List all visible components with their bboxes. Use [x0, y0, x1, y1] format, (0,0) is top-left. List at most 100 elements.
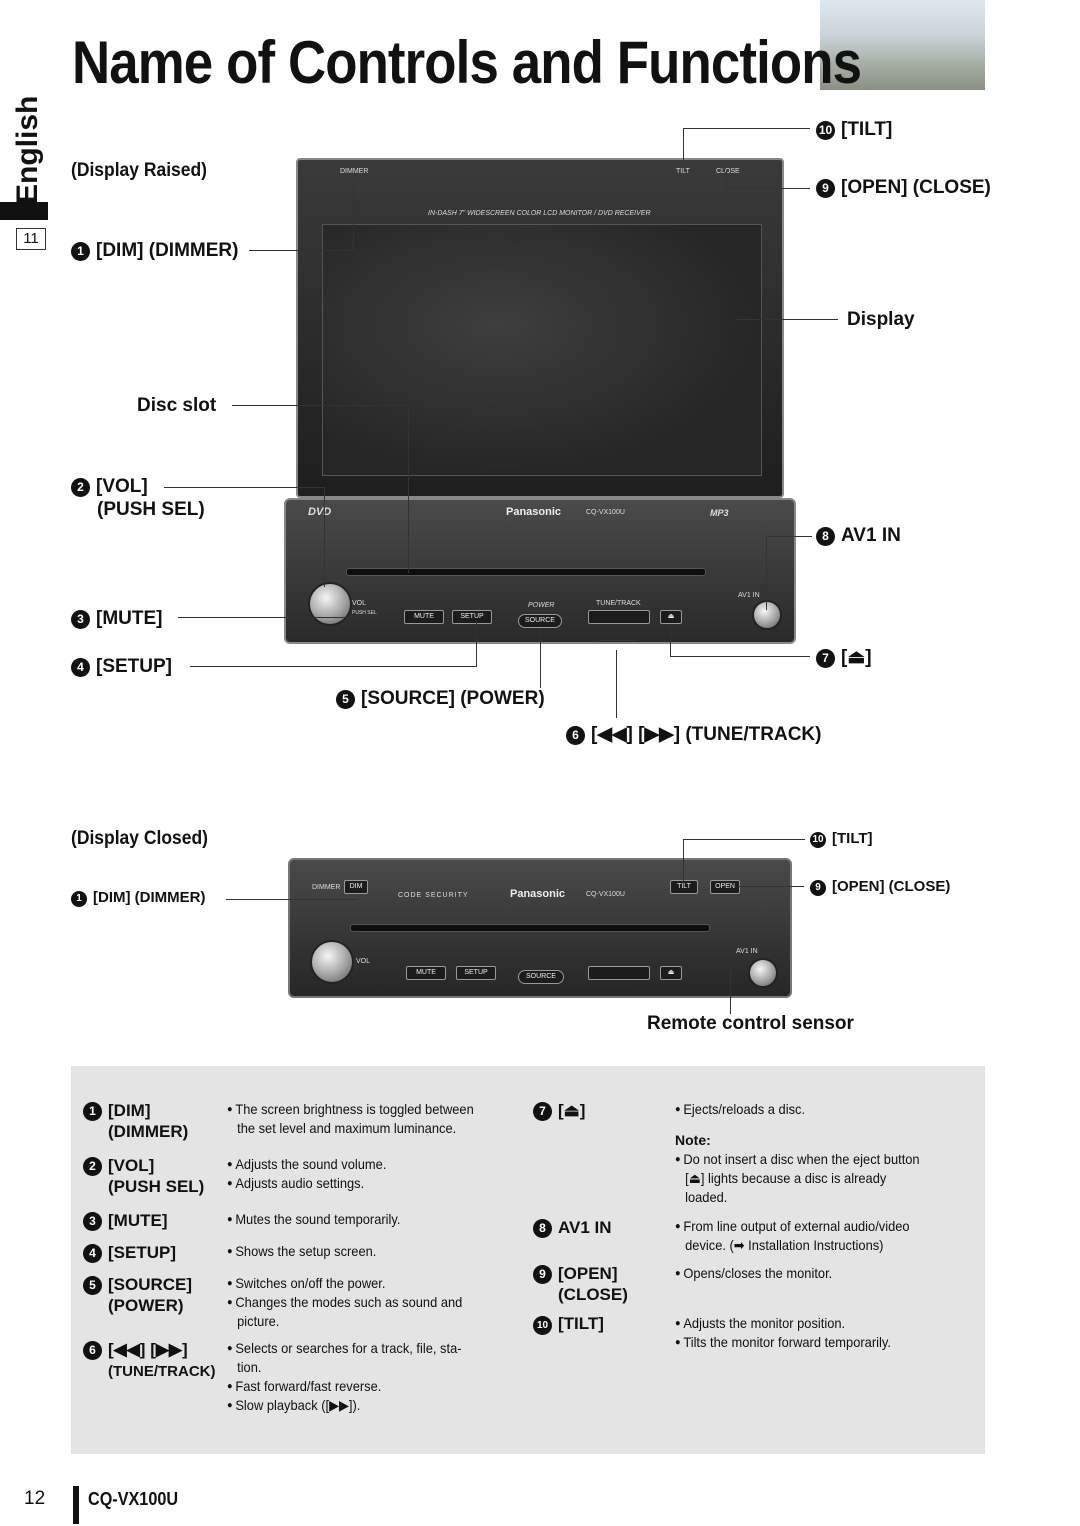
closed-brand-logo: Panasonic: [510, 888, 566, 900]
leader-setup: [190, 666, 476, 667]
leader-tune-h: [598, 640, 636, 641]
av1-in-jack[interactable]: [752, 600, 782, 630]
num-badge: 9: [810, 880, 826, 896]
vol-text: VOL: [352, 600, 367, 607]
closed-label-open: 9[OPEN] (CLOSE): [810, 878, 950, 896]
num-badge: 5: [336, 690, 355, 709]
row-vol-desc: ●Adjusts the sound volume.●Adjusts audio…: [227, 1156, 387, 1191]
setup-button[interactable]: SETUP: [452, 610, 492, 624]
closed-model-text: CQ-VX100U: [586, 891, 625, 898]
closed-label-tilt-text: [TILT]: [832, 830, 873, 847]
closed-label-dim-text: [DIM] (DIMMER): [93, 889, 206, 906]
av1-in-text: AV1 IN: [738, 592, 760, 599]
num-badge: 7: [816, 649, 835, 668]
leader-closed-tilt: [683, 839, 805, 840]
title-background-image: [820, 0, 985, 90]
label-remote-sensor: Remote control sensor: [647, 1013, 854, 1034]
head-text: AV1 IN: [558, 1218, 612, 1237]
language-tab: English: [11, 95, 44, 205]
head-text: [⏏]: [558, 1101, 586, 1120]
closed-dimmer-text: DIMMER: [312, 884, 341, 891]
desc-text: Switches on/off the power.: [235, 1275, 386, 1291]
row-setup-head: 4 [SETUP]: [83, 1242, 176, 1263]
leader-disc: [232, 405, 408, 406]
label-tilt: 10[TILT]: [816, 119, 892, 141]
closed-mute-button[interactable]: MUTE: [406, 966, 446, 980]
display-closed-heading: (Display Closed): [71, 828, 208, 849]
desc-text: Mutes the sound temporarily.: [235, 1211, 401, 1227]
head-text: [TILT]: [558, 1314, 604, 1333]
tune-track-buttons[interactable]: [588, 610, 650, 624]
leader-av1: [766, 536, 812, 537]
closed-dim-button[interactable]: DIM: [344, 880, 368, 894]
vol-knob[interactable]: [308, 582, 352, 626]
push-sel-text: PUSH SEL: [352, 610, 377, 616]
note-line: Do not insert a disc when the eject butt…: [683, 1151, 920, 1167]
head-text: [MUTE]: [108, 1211, 168, 1230]
label-setup-text: [SETUP]: [96, 656, 172, 677]
source-button[interactable]: SOURCE: [518, 614, 562, 628]
device-front-panel: DVD Panasonic CQ-VX100U MP3 VOL PUSH SEL…: [284, 498, 796, 644]
num-badge: 7: [533, 1102, 552, 1121]
leader-eject: [670, 656, 810, 657]
label-source: 5 [SOURCE] (POWER): [336, 688, 545, 710]
num-badge: 6: [566, 726, 585, 745]
num-badge: 1: [71, 242, 90, 261]
closed-open-button[interactable]: OPEN: [710, 880, 740, 894]
note-title: Note:: [675, 1132, 711, 1148]
device-tilt-text: TILT: [676, 168, 690, 175]
label-tune-text: [◀◀] [▶▶] (TUNE/TRACK): [591, 724, 822, 745]
closed-av1-jack[interactable]: [748, 958, 778, 988]
language-tab-bar: [0, 202, 48, 220]
label-vol: 2[VOL]: [71, 476, 148, 498]
closed-vol-knob[interactable]: [310, 940, 354, 984]
leader-vol-v: [324, 487, 325, 587]
row-eject-head: 7 [⏏]: [533, 1100, 585, 1121]
leader-display: [736, 319, 838, 320]
desc-text: device. (➡ Installation Instructions): [685, 1237, 884, 1253]
row-mute-head: 3[MUTE]: [83, 1210, 167, 1231]
display-raised-heading: (Display Raised): [71, 160, 208, 181]
row-open-head: 9[OPEN](CLOSE): [533, 1263, 628, 1305]
label-open: 9[OPEN] (CLOSE): [816, 177, 991, 199]
num-badge: 10: [816, 121, 835, 140]
label-push-sel: (PUSH SEL): [97, 499, 205, 520]
closed-tune-buttons[interactable]: [588, 966, 650, 980]
num-badge: 5: [83, 1276, 102, 1295]
desc-text: Shows the setup screen.: [235, 1243, 377, 1259]
head-text: (TUNE/TRACK): [108, 1363, 216, 1380]
closed-tilt-button[interactable]: TILT: [670, 880, 698, 894]
closed-source-button[interactable]: SOURCE: [518, 970, 564, 984]
leader-eject-v: [670, 624, 671, 657]
closed-setup-button[interactable]: SETUP: [456, 966, 496, 980]
row-tune-desc: ●Selects or searches for a track, file, …: [227, 1340, 462, 1413]
num-badge: 2: [83, 1157, 102, 1176]
leader-closed-dim: [226, 899, 358, 900]
model-text: CQ-VX100U: [586, 509, 625, 516]
power-text: POWER: [528, 602, 555, 609]
functions-table: 1[DIM](DIMMER) ●The screen brightness is…: [71, 1066, 985, 1454]
leader-tune-v: [616, 650, 617, 718]
device-raised: DIMMER TILT CLOSE IN-DASH 7" WIDESCREEN …: [296, 158, 784, 498]
desc-text: Slow playback ([▶▶]).: [235, 1397, 361, 1413]
num-badge: 1: [83, 1102, 102, 1121]
closed-label-dim: 1[DIM] (DIMMER): [71, 889, 205, 907]
leader-open: [726, 188, 810, 189]
section-index: 11: [16, 228, 46, 250]
mute-button[interactable]: MUTE: [404, 610, 444, 624]
device-model-line: IN-DASH 7" WIDESCREEN COLOR LCD MONITOR …: [428, 210, 651, 217]
desc-text: Changes the modes such as sound and: [235, 1294, 463, 1310]
device-close-text: CLOSE: [716, 168, 740, 175]
closed-eject-button[interactable]: ⏏: [660, 966, 682, 980]
num-badge: 4: [83, 1244, 102, 1263]
note-line: [⏏] lights because a disc is already: [685, 1170, 887, 1186]
label-source-text: [SOURCE] (POWER): [361, 688, 545, 709]
num-badge: 3: [71, 610, 90, 629]
eject-button[interactable]: ⏏: [660, 610, 682, 624]
row-tilt-head: 10[TILT]: [533, 1313, 604, 1335]
head-text: [SETUP]: [108, 1243, 176, 1262]
label-eject-text: [⏏]: [841, 647, 872, 668]
leader-disc-v: [408, 405, 409, 573]
leader-mute: [178, 617, 400, 618]
